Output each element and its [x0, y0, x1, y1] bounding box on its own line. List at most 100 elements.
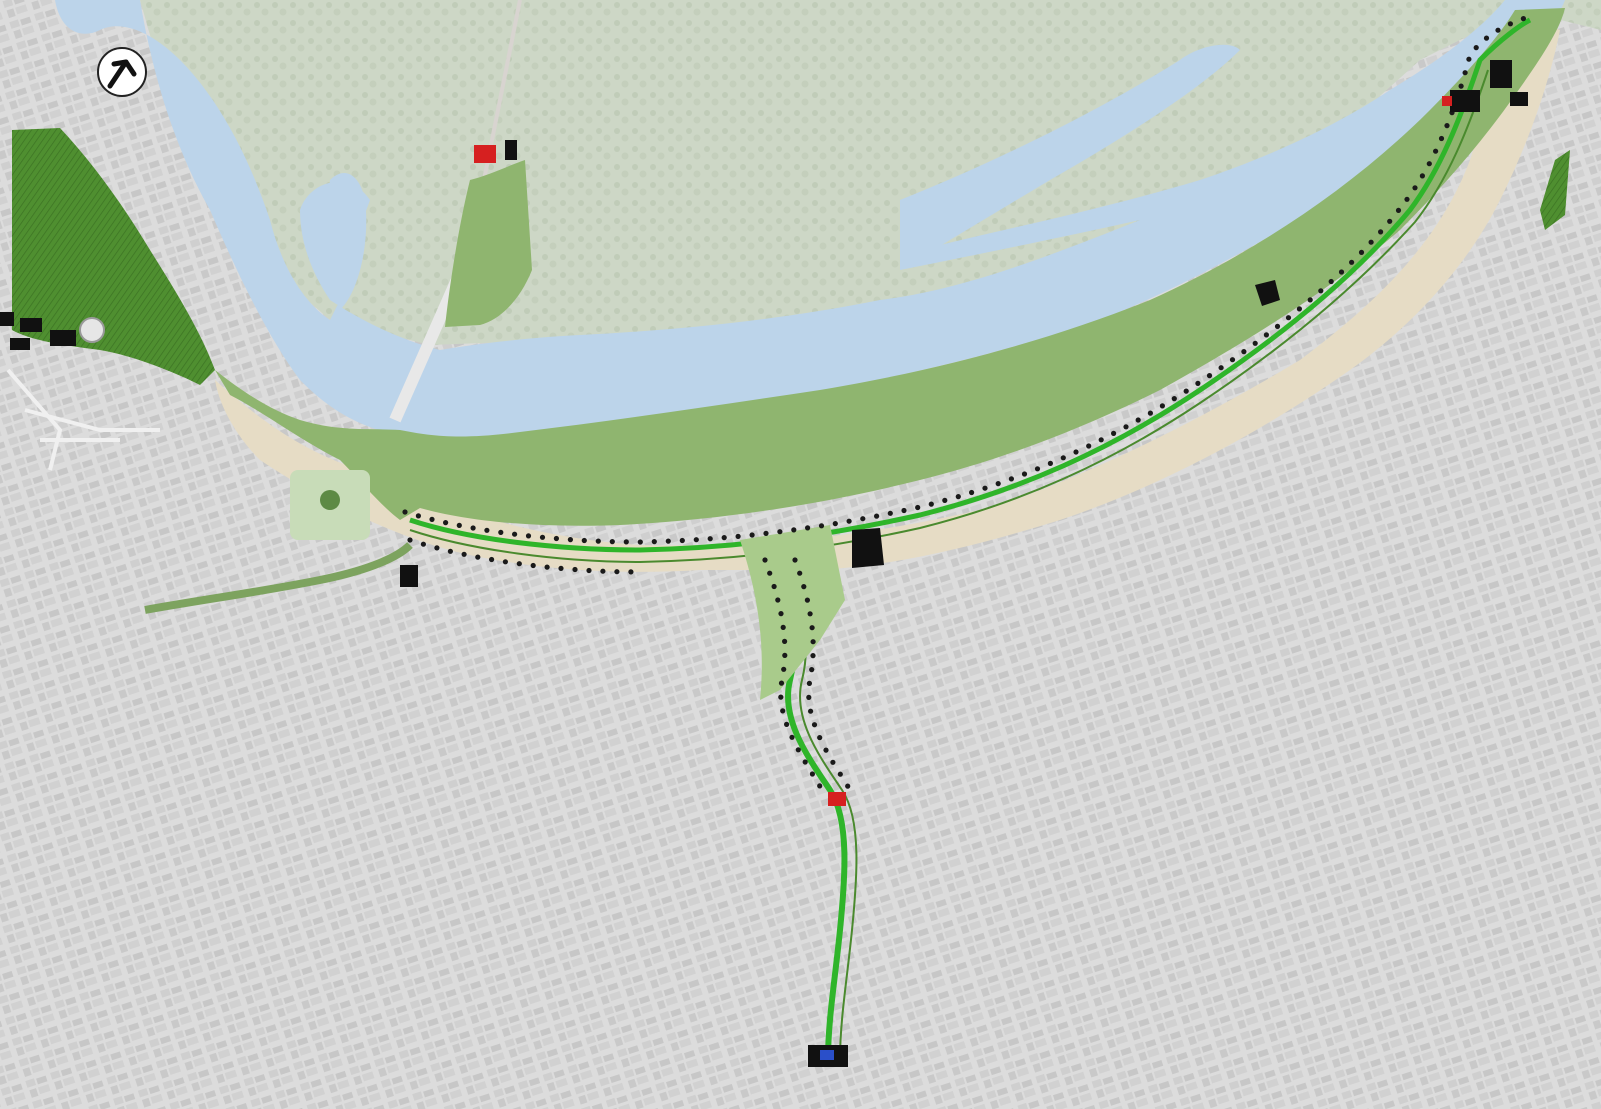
tree-dot: [823, 747, 829, 753]
tree-rows: [402, 16, 1526, 789]
tree-dot: [572, 566, 578, 573]
tree-dot: [778, 680, 785, 686]
tree-dot: [609, 539, 615, 545]
tree-dot: [502, 559, 508, 565]
tree-dot: [1426, 161, 1432, 167]
tree-dot: [806, 694, 812, 701]
west-park-hatched[interactable]: [12, 128, 215, 385]
river-inlet: [328, 172, 367, 310]
tree-dot: [1458, 83, 1464, 89]
tree-dot: [628, 569, 634, 575]
west-spur: [144, 542, 413, 614]
tree-dot: [1444, 123, 1450, 129]
promenade-path-outer: [409, 69, 1489, 564]
tree-dot: [809, 667, 815, 673]
building: [0, 312, 14, 326]
blue-accent: [820, 1050, 834, 1060]
riverside-park[interactable]: [215, 8, 1565, 526]
tree-dot: [429, 516, 435, 523]
buildings: [0, 60, 1528, 1067]
tree-dot: [1495, 27, 1501, 33]
tree-dot: [795, 747, 801, 753]
tree-dot: [781, 666, 787, 672]
tree-dot: [1263, 332, 1269, 338]
tree-dot: [805, 525, 811, 531]
tree-dot: [1241, 349, 1247, 355]
river-channel: [900, 44, 1240, 270]
tree-dot: [1252, 340, 1258, 346]
tree-dot: [623, 539, 629, 545]
tree-dot: [1462, 70, 1468, 76]
tree-dot: [595, 538, 601, 544]
plaza-fountain-icon: [320, 490, 340, 510]
north-green-plot[interactable]: [445, 160, 532, 327]
tree-dot: [995, 481, 1001, 487]
building: [1450, 90, 1480, 112]
tree-dot: [775, 597, 781, 603]
tree-dot: [784, 721, 790, 728]
tree-dot: [749, 532, 755, 538]
building: [505, 140, 517, 160]
tree-dot: [1438, 135, 1445, 142]
tree-dot: [887, 510, 893, 516]
tree-dot: [679, 537, 685, 544]
east-green-strip[interactable]: [1540, 150, 1570, 230]
tree-dot: [791, 527, 797, 533]
tree-dot: [1349, 259, 1355, 265]
tree-dot: [1404, 196, 1410, 202]
tree-dot: [810, 653, 816, 659]
tree-dot: [1218, 365, 1224, 371]
tree-dot: [810, 639, 816, 645]
tree-dot: [1073, 449, 1079, 455]
tree-dot: [1147, 410, 1153, 416]
tree-dot: [1195, 380, 1201, 386]
sand-strip: [215, 15, 1560, 572]
tree-dot: [982, 485, 988, 491]
red-structure: [828, 792, 846, 806]
tree-dot: [498, 529, 504, 536]
tree-dot: [808, 708, 814, 714]
tree-dot: [1060, 455, 1066, 461]
tree-dot: [1021, 471, 1028, 477]
south-green-fan[interactable]: [740, 525, 845, 700]
tree-dot: [806, 680, 813, 687]
tree-dot: [1034, 466, 1041, 472]
tree-dot: [1047, 460, 1053, 466]
tree-dot: [1111, 430, 1117, 436]
tree-dot: [567, 537, 574, 543]
tree-dot: [969, 489, 975, 496]
tree-dot: [447, 548, 453, 554]
tree-dot: [1008, 476, 1015, 482]
tree-dot: [721, 535, 727, 541]
tree-dot: [1358, 249, 1365, 255]
tree-dot: [901, 507, 907, 514]
tree-dot: [915, 504, 921, 511]
tree-dot: [558, 565, 564, 572]
tree-dot: [1433, 148, 1439, 154]
tree-dot: [802, 759, 808, 765]
tree-dot: [1159, 403, 1165, 409]
tree-dot: [1171, 396, 1177, 402]
tree-dot: [782, 652, 788, 659]
tree-dot: [804, 597, 811, 603]
north-arrow-icon: [97, 47, 147, 97]
tree-dot: [780, 708, 786, 714]
tree-dot: [1520, 16, 1526, 22]
tree-dot: [1412, 185, 1418, 191]
tree-dot: [1507, 21, 1513, 27]
tree-dot: [789, 734, 795, 740]
tree-dot: [797, 570, 803, 576]
tree-dot: [693, 537, 699, 543]
tree-dot: [420, 541, 426, 547]
tree-dot: [778, 694, 784, 700]
building: [50, 330, 76, 346]
tree-dot: [845, 783, 851, 789]
tree-dot: [767, 570, 773, 576]
tree-dot: [780, 624, 786, 631]
building: [20, 318, 42, 332]
tree-dot: [407, 537, 413, 543]
tree-dot: [415, 513, 421, 519]
tree-dot: [1473, 45, 1479, 51]
